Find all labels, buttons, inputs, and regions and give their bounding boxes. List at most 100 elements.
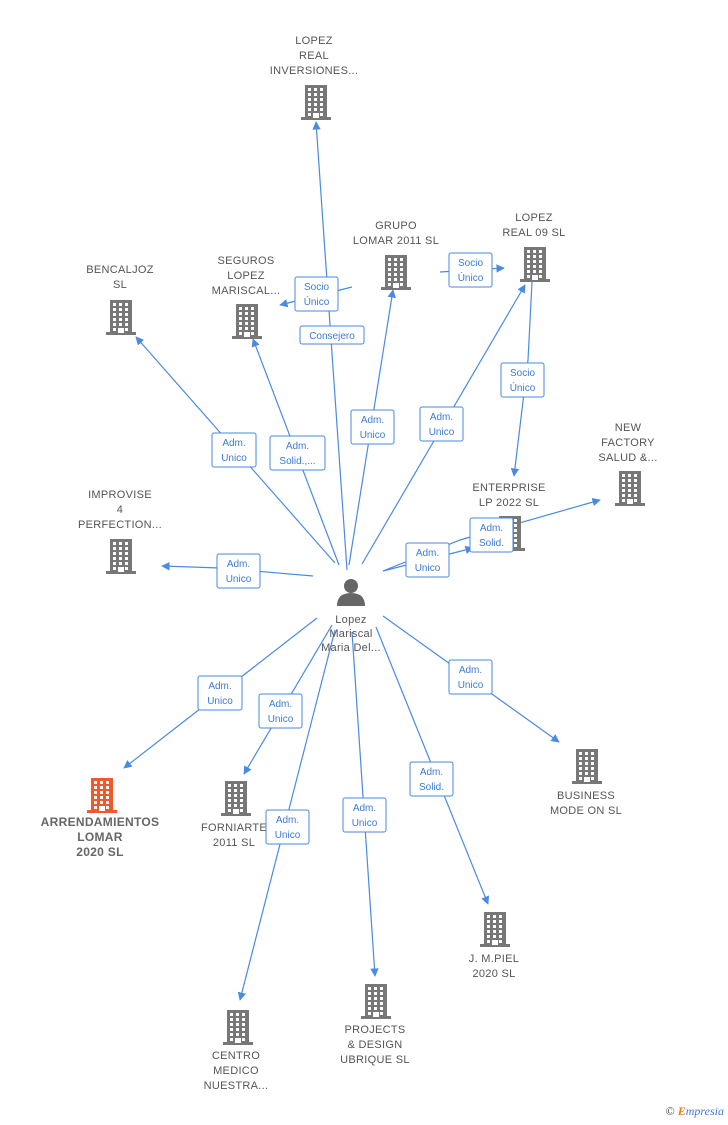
- building-icon[interactable]: [361, 984, 391, 1019]
- building-icon[interactable]: [615, 471, 645, 506]
- edge-label-text: Solid.: [479, 538, 504, 549]
- edge-label-text: Adm.: [420, 767, 443, 778]
- edge-label-text: Único: [304, 295, 330, 308]
- edge-labels-layer: ConsejeroSocioÚnicoSocioÚnicoSocioÚnicoA…: [197, 252, 545, 845]
- building-icon[interactable]: [221, 781, 251, 816]
- node-label: REAL 09 SL: [502, 227, 565, 239]
- edge-label-text: Solid.: [419, 782, 444, 793]
- edge-label-person-forniarte[interactable]: Adm. Unico: [258, 693, 303, 729]
- edge-label-person-arrendamientos[interactable]: Adm.Unico: [197, 675, 243, 711]
- edge-label-text: Adm.: [430, 412, 453, 423]
- node-label: 4: [117, 504, 123, 516]
- edge-line-lopez-real-09-enterprise-lp: [510, 281, 533, 477]
- edge-label-person-projects-design[interactable]: Adm.Unico: [342, 797, 387, 833]
- node-label: BUSINESS: [557, 790, 615, 802]
- building-icon[interactable]: [106, 300, 136, 335]
- edge-label-text: Unico: [268, 714, 294, 725]
- node-label: 2020 SL: [472, 968, 515, 980]
- node-label: NEW: [615, 422, 642, 434]
- person-icon[interactable]: [337, 579, 365, 606]
- edge-label-text: Adm.: [353, 803, 376, 814]
- building-icon[interactable]: [87, 778, 117, 813]
- node-label: IMPROVISE: [88, 489, 152, 501]
- edge-label-person-enterprise-lp[interactable]: Adm.Unico: [405, 542, 450, 578]
- building-icon[interactable]: [232, 304, 262, 339]
- node-bencaljoz[interactable]: BENCALJOZ SL: [86, 264, 154, 335]
- node-seguros-lopez[interactable]: SEGUROSLOPEZMARISCAL...: [212, 255, 281, 339]
- building-icon[interactable]: [106, 539, 136, 574]
- node-label: LOPEZ: [295, 35, 333, 47]
- node-label: ENTERPRISE: [472, 482, 545, 494]
- node-label: 2020 SL: [76, 845, 123, 859]
- node-label: Maria Del...: [321, 642, 381, 654]
- node-label: GRUPO: [375, 220, 417, 232]
- building-icon[interactable]: [480, 912, 510, 947]
- node-label: FACTORY: [601, 437, 655, 449]
- node-jmpiel[interactable]: J. M.PIEL 2020 SL: [469, 912, 519, 980]
- node-label: J. M.PIEL: [469, 953, 519, 965]
- edge-label-text: Adm.: [459, 665, 482, 676]
- edge-label-text: Socio: [304, 282, 329, 293]
- edge-label-text: Único: [510, 381, 536, 394]
- building-icon[interactable]: [520, 247, 550, 282]
- node-label: LOMAR: [77, 830, 123, 844]
- node-label: UBRIQUE SL: [340, 1054, 410, 1066]
- edge-label-text: Unico: [360, 430, 386, 441]
- edge-label-person-grupo-lomar[interactable]: Adm.Unico: [350, 409, 395, 445]
- edge-label-text: Unico: [221, 453, 247, 464]
- node-lopez-real-09[interactable]: LOPEZ REAL 09 SL: [502, 212, 565, 282]
- node-label: LOPEZ: [515, 212, 553, 224]
- edge-label-text: Adm.: [269, 699, 292, 710]
- node-label: PROJECTS: [344, 1024, 405, 1036]
- edge-label-person-business-mode[interactable]: Adm. Unico: [448, 659, 493, 695]
- building-icon[interactable]: [572, 749, 602, 784]
- edge-label-text: Adm.: [276, 815, 299, 826]
- node-label: SL: [113, 279, 127, 291]
- copyright-symbol: ©: [665, 1104, 675, 1118]
- edge-label-text: Unico: [458, 680, 484, 691]
- edge-label-text: Unico: [207, 696, 233, 707]
- edge-label-person-centro-medico[interactable]: Adm.Unico: [265, 809, 310, 845]
- building-icon[interactable]: [301, 85, 331, 120]
- edge-label-person-jmpiel[interactable]: Adm. Solid.: [409, 761, 454, 797]
- edge-label-text: Consejero: [309, 331, 355, 342]
- node-label: NUESTRA...: [204, 1080, 269, 1092]
- node-forniarte[interactable]: FORNIARTE 2011 SL: [201, 781, 267, 849]
- node-lopez-real-inversiones[interactable]: LOPEZREALINVERSIONES...: [270, 35, 359, 120]
- edge-label-person-lopez-real-09[interactable]: Adm.Unico: [419, 406, 464, 442]
- edge-label-person-seguros-lopez[interactable]: Adm.Solid.,...: [269, 435, 326, 471]
- edge-label-text: Socio: [510, 368, 535, 379]
- edge-label-person-new-factory[interactable]: Adm.Solid.: [469, 517, 514, 553]
- edge-label-text: Adm.: [222, 438, 245, 449]
- node-label: ARRENDAMIENTOS: [41, 815, 160, 829]
- node-label: LOPEZ: [227, 270, 265, 282]
- building-icon[interactable]: [381, 255, 411, 290]
- node-label: FORNIARTE: [201, 822, 267, 834]
- building-icon[interactable]: [223, 1010, 253, 1045]
- node-label: 2011 SL: [213, 837, 255, 849]
- node-label: LP 2022 SL: [479, 497, 539, 509]
- edge-label-text: Unico: [226, 574, 252, 585]
- node-label: BENCALJOZ: [86, 264, 154, 276]
- edge-label-text: Adm.: [416, 548, 439, 559]
- edge-label-text: Único: [458, 271, 484, 284]
- node-label: Mariscal: [329, 628, 372, 640]
- copyright-notice: © Empresia: [666, 1104, 724, 1119]
- node-label: CENTRO: [212, 1050, 260, 1062]
- edge-label-person-lopez-real-inversiones[interactable]: Consejero: [299, 325, 365, 345]
- edge-label-person-bencaljoz[interactable]: Adm. Unico: [211, 432, 257, 468]
- node-improvise[interactable]: IMPROVISE4PERFECTION...: [78, 489, 162, 574]
- edge-label-person-improvise[interactable]: Adm.Unico: [216, 553, 261, 589]
- node-centro-medico[interactable]: CENTROMEDICONUESTRA...: [204, 1010, 269, 1092]
- node-label: INVERSIONES...: [270, 65, 359, 77]
